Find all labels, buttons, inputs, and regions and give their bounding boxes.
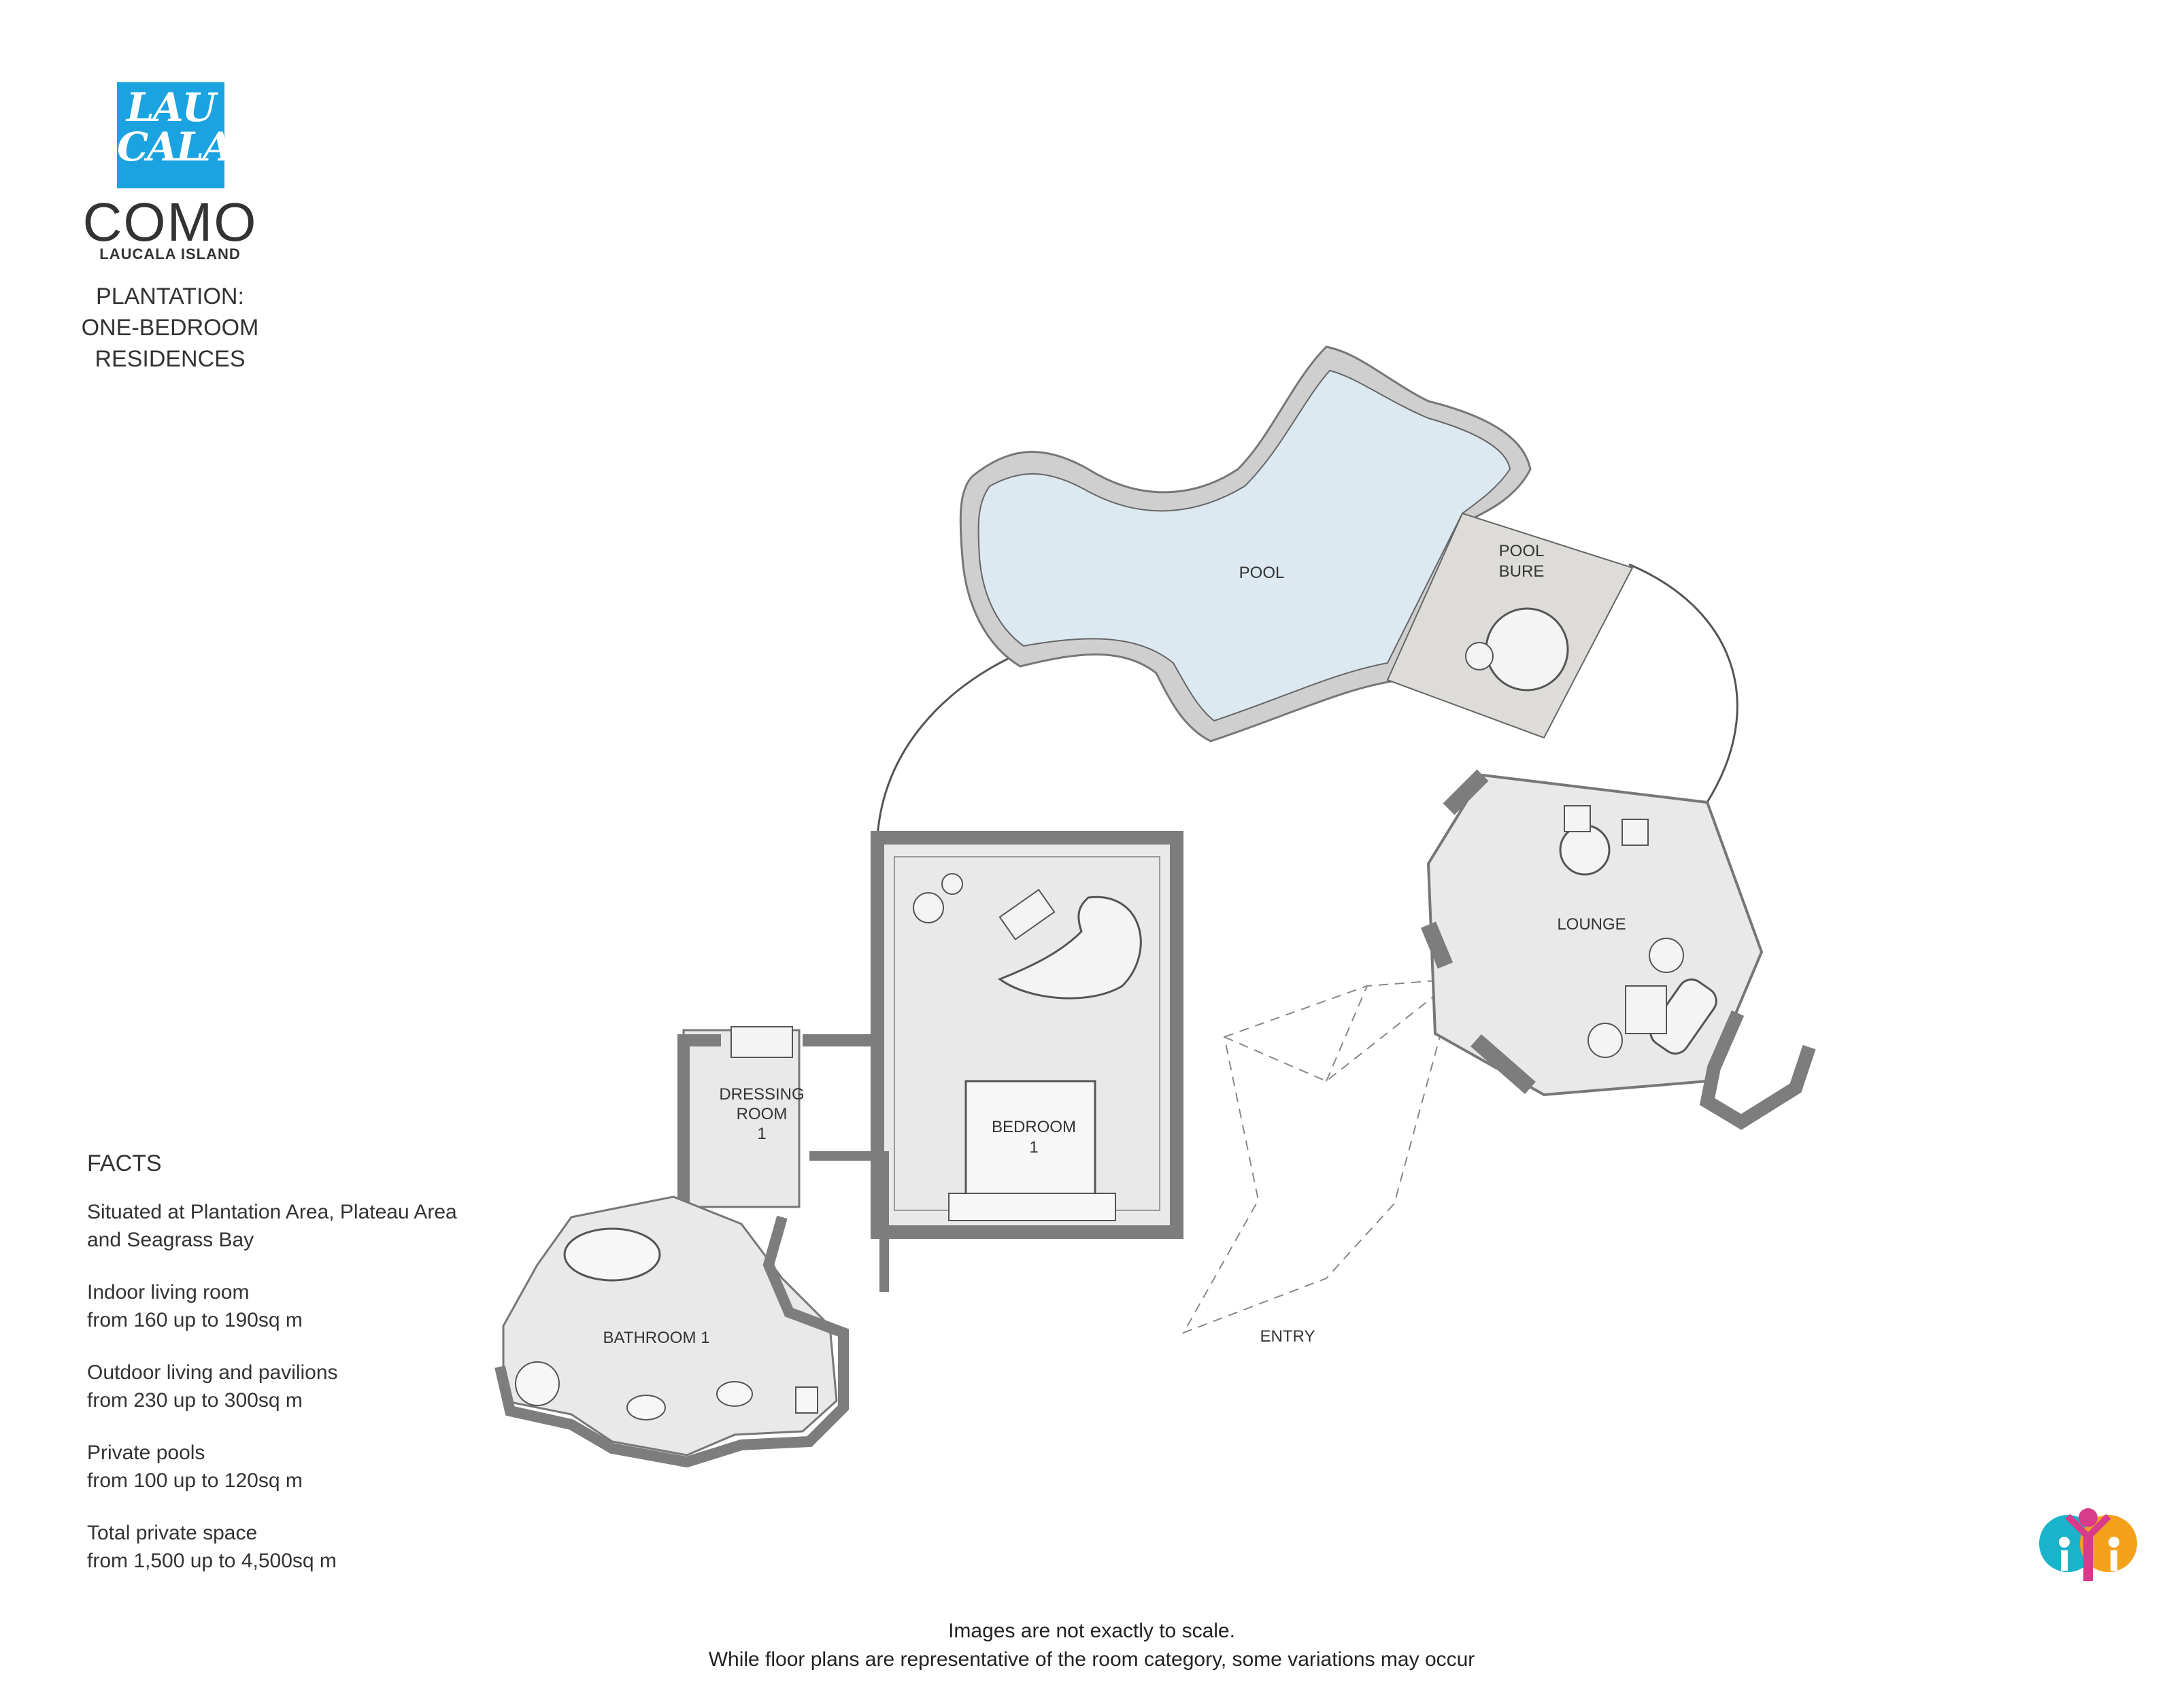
- lounge-wall: [1443, 769, 1489, 815]
- bedroom-chair: [913, 892, 944, 923]
- label-pool-bure-2: BURE: [1499, 562, 1545, 581]
- fact-location: Situated at Plantation Area, Plateau Are…: [87, 1198, 457, 1254]
- pool-bure-stool: [1465, 642, 1494, 670]
- entry-canopy-edge: [1224, 978, 1456, 1083]
- toilet: [795, 1386, 818, 1414]
- fact-line: from 100 up to 120sq m: [87, 1469, 303, 1492]
- lounge-wall: [1699, 1010, 1816, 1130]
- label-pool-bure-1: POOL: [1499, 542, 1545, 560]
- logo-mark-line2: CALA: [117, 124, 233, 170]
- logo-mark: LAU CALA: [117, 82, 233, 188]
- bed: [964, 1080, 1096, 1208]
- lounge-table: [1625, 985, 1667, 1034]
- fact-line: from 230 up to 300sq m: [87, 1389, 303, 1412]
- lounge-wall: [1471, 1034, 1536, 1095]
- fact-line: and Seagrass Bay: [87, 1229, 254, 1251]
- label-entry: ENTRY: [1260, 1327, 1315, 1346]
- label-dressing-1: DRESSING: [719, 1085, 804, 1104]
- bedroom-bath-tub: [997, 896, 1142, 1000]
- label-bedroom-2: 1: [1029, 1138, 1038, 1157]
- lounge-armchair: [1649, 938, 1684, 973]
- shower: [515, 1361, 560, 1406]
- disclaimer-line2: While floor plans are representative of …: [708, 1648, 1475, 1671]
- fact-line: from 160 up to 190sq m: [87, 1309, 303, 1331]
- fact-outdoor-living: Outdoor living and pavilions from 230 up…: [87, 1359, 338, 1414]
- fact-line: Private pools: [87, 1442, 205, 1464]
- fact-line: Indoor living room: [87, 1281, 250, 1303]
- lounge-armchair: [1587, 1023, 1623, 1058]
- garden-path-line: [1628, 563, 1738, 813]
- logo-mark-line1: LAU: [126, 84, 216, 131]
- residence-title: PLANTATION: ONE-BEDROOM RESIDENCES: [54, 281, 286, 375]
- laucala-logo: LAU CALA: [117, 82, 233, 188]
- fact-line: from 1,500 up to 4,500sq m: [87, 1550, 337, 1572]
- bedroom-desk: [998, 889, 1056, 940]
- label-dressing-2: ROOM: [737, 1105, 788, 1123]
- garden-path-line: [876, 651, 1021, 837]
- entry-canopy-edge: [1326, 985, 1368, 1082]
- bathroom-basin: [716, 1381, 753, 1407]
- label-pool: POOL: [1239, 564, 1285, 582]
- bed-pillow: [948, 1193, 1116, 1221]
- lounge-chair: [1564, 805, 1591, 832]
- pool-bure-daybed: [1485, 607, 1569, 692]
- lounge-wall: [1420, 921, 1454, 969]
- label-dressing-3: 1: [757, 1125, 766, 1143]
- brand-subtitle: LAUCALA ISLAND: [99, 245, 241, 262]
- residence-title-line3: RESIDENCES: [95, 346, 246, 372]
- fact-indoor-living: Indoor living room from 160 up to 190sq …: [87, 1278, 303, 1334]
- fact-line: Situated at Plantation Area, Plateau Are…: [87, 1201, 457, 1223]
- brand-name: COMO: [82, 192, 258, 252]
- bedroom-side-table: [941, 873, 963, 895]
- fact-line: Total private space: [87, 1522, 258, 1544]
- lounge-round-table: [1559, 824, 1611, 876]
- disclaimer-line1: Images are not exactly to scale.: [948, 1620, 1235, 1642]
- bathtub: [563, 1227, 661, 1282]
- pool-water: [977, 369, 1511, 722]
- disclaimer: Images are not exactly to scale. While f…: [408, 1617, 1775, 1674]
- residence-title-line1: PLANTATION:: [96, 284, 244, 309]
- family-icon: [2039, 1508, 2137, 1581]
- dressing-room-wall: [677, 1034, 721, 1204]
- residence-title-line2: ONE-BEDROOM: [81, 315, 259, 341]
- dressing-room-vanity: [730, 1026, 793, 1058]
- fact-line: Outdoor living and pavilions: [87, 1361, 338, 1384]
- label-lounge: LOUNGE: [1557, 915, 1626, 934]
- entry-canopy: [1181, 978, 1457, 1334]
- bathroom-basin: [626, 1395, 666, 1420]
- lounge-chair: [1622, 819, 1649, 846]
- corridor-wall: [809, 1151, 889, 1292]
- fact-private-pools: Private pools from 100 up to 120sq m: [87, 1439, 303, 1495]
- fact-total-space: Total private space from 1,500 up to 4,5…: [87, 1519, 337, 1575]
- label-bathroom: BATHROOM 1: [603, 1329, 710, 1347]
- facts-heading: FACTS: [87, 1151, 162, 1176]
- label-bedroom-1: BEDROOM: [992, 1118, 1076, 1136]
- dressing-room-floor: [682, 1029, 801, 1208]
- bathroom-wall: [494, 1156, 849, 1468]
